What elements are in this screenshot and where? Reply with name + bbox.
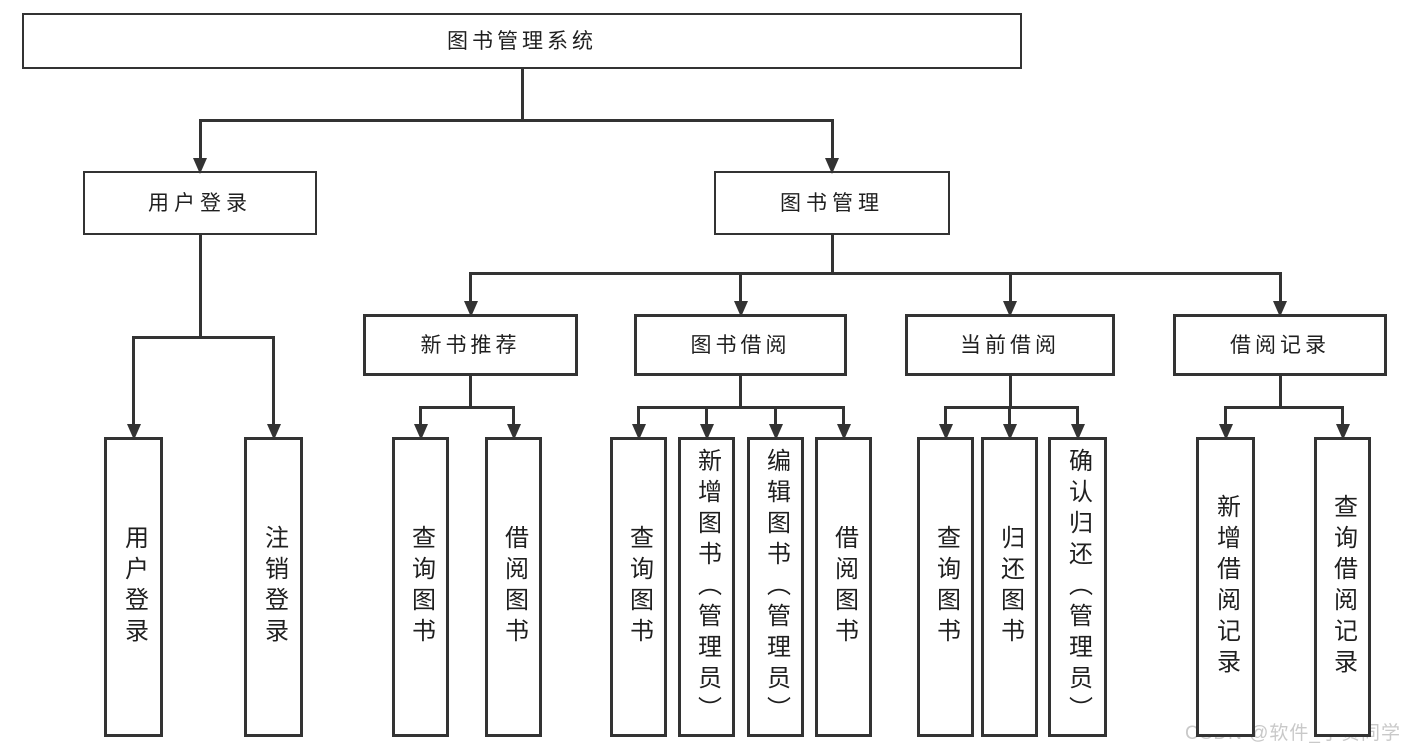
diagram-node-leaf-logout: 注销登录 xyxy=(244,437,303,737)
connector-line xyxy=(739,376,742,409)
node-label: 新增图书（管理员） xyxy=(693,447,721,727)
diagram-node-bw-borrow: 借阅图书 xyxy=(815,437,872,737)
connector-line xyxy=(132,336,135,425)
node-label: 查询借阅记录 xyxy=(1329,494,1357,680)
connector-line xyxy=(842,406,845,425)
node-label: 图书管理 xyxy=(780,191,884,215)
node-label: 用户登录 xyxy=(148,191,252,215)
connector-line xyxy=(419,406,515,409)
connector-line xyxy=(739,272,742,302)
connector-line xyxy=(637,406,640,425)
diagram-node-mgmt: 图书管理 xyxy=(714,171,950,235)
node-label: 借阅记录 xyxy=(1230,333,1330,357)
arrowhead-icon xyxy=(733,301,748,317)
connector-line xyxy=(272,336,275,425)
arrowhead-icon xyxy=(1070,424,1085,440)
connector-line xyxy=(198,119,202,159)
connector-line xyxy=(469,376,472,409)
node-label: 当前借阅 xyxy=(960,333,1060,357)
arrowhead-icon xyxy=(836,424,851,440)
diagram-node-login: 用户登录 xyxy=(83,171,317,235)
arrowhead-icon xyxy=(631,424,646,440)
node-label: 图书管理系统 xyxy=(447,29,597,53)
arrowhead-icon xyxy=(413,424,428,440)
connector-line xyxy=(830,235,834,275)
diagram-node-cur-confirm: 确认归还（管理员） xyxy=(1048,437,1107,737)
diagram-node-cur-return: 归还图书 xyxy=(981,437,1038,737)
connector-line xyxy=(198,119,834,122)
arrowhead-icon xyxy=(463,301,478,317)
diagram-node-leaf-login: 用户登录 xyxy=(104,437,163,737)
arrowhead-icon xyxy=(266,424,281,440)
connector-line xyxy=(198,235,202,339)
node-label: 查询图书 xyxy=(932,525,960,649)
connector-line xyxy=(469,272,1282,275)
diagram-node-bw-edit: 编辑图书（管理员） xyxy=(747,437,804,737)
node-label: 新增借阅记录 xyxy=(1212,494,1240,680)
node-label: 归还图书 xyxy=(996,525,1024,649)
node-label: 借阅图书 xyxy=(500,525,528,649)
arrowhead-icon xyxy=(193,158,207,174)
connector-line xyxy=(774,406,777,425)
diagram-node-cur-query: 查询图书 xyxy=(917,437,974,737)
diagram-node-rec-query: 查询借阅记录 xyxy=(1314,437,1371,737)
arrowhead-icon xyxy=(1273,301,1287,317)
arrowhead-icon xyxy=(825,158,839,174)
node-label: 确认归还（管理员） xyxy=(1064,447,1092,727)
connector-line xyxy=(1341,406,1344,425)
connector-line xyxy=(512,406,515,425)
diagram-node-records: 借阅记录 xyxy=(1173,314,1387,376)
node-label: 用户登录 xyxy=(120,525,148,649)
connector-line xyxy=(705,406,708,425)
diagram-node-bw-add: 新增图书（管理员） xyxy=(678,437,735,737)
connector-line xyxy=(830,119,834,159)
connector-line xyxy=(1076,406,1079,425)
diagram-node-bw-query: 查询图书 xyxy=(610,437,667,737)
diagram-node-rec-add: 新增借阅记录 xyxy=(1196,437,1255,737)
connector-line xyxy=(1008,272,1012,302)
arrowhead-icon xyxy=(1003,301,1017,317)
connector-line xyxy=(944,406,947,425)
diagram-node-nb-query: 查询图书 xyxy=(392,437,449,737)
arrowhead-icon xyxy=(1335,424,1350,440)
diagram-node-newbook: 新书推荐 xyxy=(363,314,578,376)
node-label: 查询图书 xyxy=(407,525,435,649)
connector-line xyxy=(520,69,524,122)
node-label: 查询图书 xyxy=(625,525,653,649)
connector-line xyxy=(1224,406,1227,425)
connector-line xyxy=(944,406,1079,409)
connector-line xyxy=(1278,272,1282,302)
diagram-node-borrow: 图书借阅 xyxy=(634,314,847,376)
arrowhead-icon xyxy=(126,424,141,440)
node-label: 编辑图书（管理员） xyxy=(762,447,790,727)
arrowhead-icon xyxy=(506,424,521,440)
arrowhead-icon xyxy=(768,424,783,440)
connector-line xyxy=(637,406,845,409)
arrowhead-icon xyxy=(699,424,714,440)
arrowhead-icon xyxy=(1002,424,1017,440)
connector-line xyxy=(419,406,422,425)
arrowhead-icon xyxy=(1218,424,1233,440)
node-label: 新书推荐 xyxy=(420,333,521,357)
connector-line xyxy=(1278,376,1282,409)
diagram-node-root: 图书管理系统 xyxy=(22,13,1022,69)
connector-line xyxy=(1008,406,1011,425)
node-label: 借阅图书 xyxy=(830,525,858,649)
connector-line xyxy=(1008,376,1012,409)
connector-line xyxy=(132,336,275,339)
connector-line xyxy=(469,272,472,302)
diagram-node-current: 当前借阅 xyxy=(905,314,1115,376)
connector-line xyxy=(1224,406,1344,409)
arrowhead-icon xyxy=(938,424,953,440)
node-label: 注销登录 xyxy=(260,525,288,649)
diagram-node-nb-borrow: 借阅图书 xyxy=(485,437,542,737)
node-label: 图书借阅 xyxy=(690,333,791,357)
